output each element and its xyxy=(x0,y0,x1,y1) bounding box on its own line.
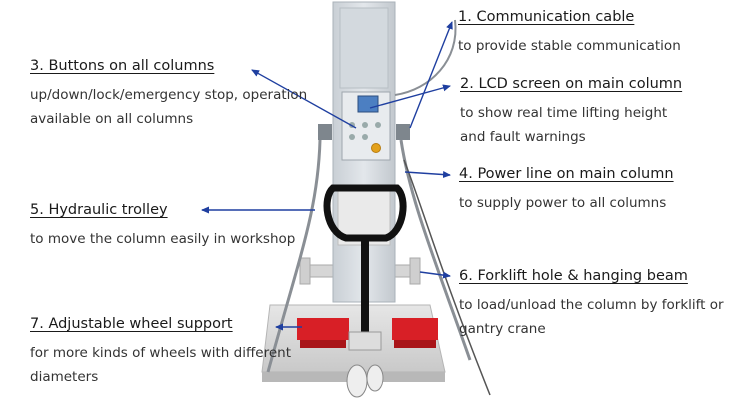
callout-title: 6. Forklift hole & hanging beam xyxy=(459,268,688,284)
callout-desc-line: for more kinds of wheels with different xyxy=(30,345,291,362)
callout-title: 4. Power line on main column xyxy=(459,166,674,182)
callout-wheel-support: 7. Adjustable wheel support for more kin… xyxy=(30,316,291,389)
callout-buttons: 3. Buttons on all columns up/down/lock/e… xyxy=(30,58,307,131)
callout-desc-line: to move the column easily in workshop xyxy=(30,231,296,248)
callout-desc-line: available on all columns xyxy=(30,111,194,128)
callout-desc-line: up/down/lock/emergency stop, operation xyxy=(30,87,308,104)
callout-power-line: 4. Power line on main column to supply p… xyxy=(459,166,674,215)
callout-desc: to load/unload the column by forklift or… xyxy=(459,293,724,341)
callout-title: 1. Communication cable xyxy=(458,9,635,25)
hydraulic-trolley xyxy=(323,184,407,398)
emergency-stop-button xyxy=(371,143,381,153)
control-panel xyxy=(341,91,391,161)
callout-desc: to show real time lifting height and fau… xyxy=(460,101,682,149)
arrow-icon xyxy=(251,69,357,129)
callout-desc-line: to load/unload the column by forklift or xyxy=(459,297,724,314)
callout-communication-cable: 1. Communication cable to provide stable… xyxy=(458,9,681,58)
callout-title: 7. Adjustable wheel support xyxy=(30,316,233,332)
callout-desc: up/down/lock/emergency stop, operation a… xyxy=(30,83,307,131)
callout-title: 3. Buttons on all columns xyxy=(30,58,215,74)
callout-desc-line: gantry crane xyxy=(459,321,546,338)
arrow-icon xyxy=(369,84,451,109)
callout-desc: to provide stable communication xyxy=(458,34,681,58)
wheel-support xyxy=(297,318,438,348)
callout-hydraulic-trolley: 5. Hydraulic trolley to move the column … xyxy=(30,202,295,251)
callout-desc-line: diameters xyxy=(30,369,99,386)
callout-desc: for more kinds of wheels with different … xyxy=(30,341,291,389)
arrow-icon xyxy=(419,271,451,279)
callout-desc: to move the column easily in workshop xyxy=(30,227,295,251)
callout-desc-line: to supply power to all columns xyxy=(459,195,667,212)
callout-arrows xyxy=(201,21,453,331)
callout-lcd-screen: 2. LCD screen on main column to show rea… xyxy=(460,76,682,149)
callout-desc: to supply power to all columns xyxy=(459,191,674,215)
callout-title: 5. Hydraulic trolley xyxy=(30,202,168,218)
lcd-screen xyxy=(357,95,379,113)
callout-title: 2. LCD screen on main column xyxy=(460,76,683,92)
arrow-icon xyxy=(409,21,453,129)
arrow-icon xyxy=(404,171,451,179)
callout-desc-line: and fault warnings xyxy=(460,129,586,146)
callout-desc-line: to show real time lifting height xyxy=(460,105,668,122)
callout-forklift-hole: 6. Forklift hole & hanging beam to load/… xyxy=(459,268,724,341)
callout-desc-line: to provide stable communication xyxy=(458,38,681,55)
